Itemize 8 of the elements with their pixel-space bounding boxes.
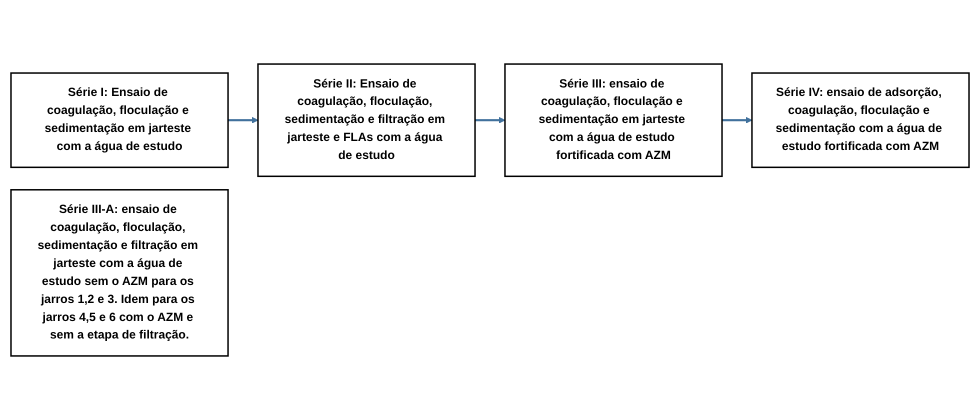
- arrow: [228, 116, 258, 124]
- arrow: [722, 116, 752, 124]
- node-box: Série III-A: ensaio de coagulação, floculação, sedimentação e filtração em jarteste com a água de estudo sem o AZM para os jarros 1,2 e 3. Idem para os jarros 4,5 e 6 com o AZM e sem a etapa de filtração.: [10, 189, 229, 357]
- node-box: Série III: ensaio de coagulação, floculação e sedimentação em jarteste com a água de estudo fortificada com AZM: [504, 63, 723, 178]
- node-box: Série IV: ensaio de adsorção, coagulação, floculação e sedimentação com a água de estudo fortificada com AZM: [751, 72, 970, 168]
- node-box: Série I: Ensaio de coagulação, floculação e sedimentação em jarteste com a água de estudo: [10, 72, 229, 168]
- arrow: [475, 116, 506, 124]
- node-box: Série II: Ensaio de coagulação, floculação, sedimentação e filtração em jarteste e FLAs com a água de estudo: [257, 63, 476, 178]
